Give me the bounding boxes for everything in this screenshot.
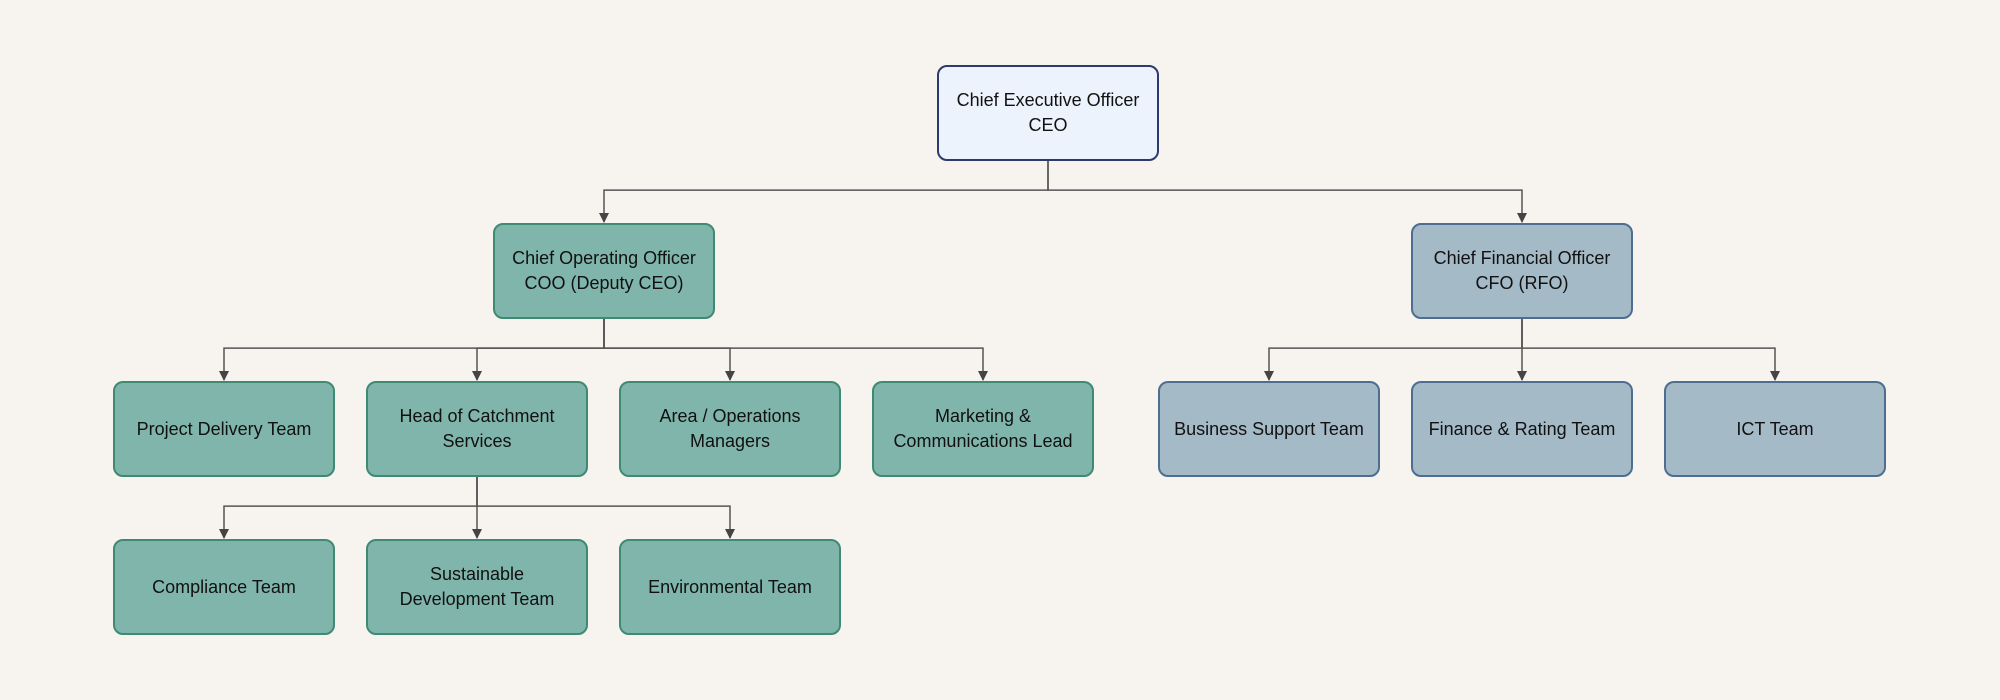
connector-ceo-to-coo [599, 161, 1049, 223]
sustainable-development-team-label: Sustainable Development Team [399, 564, 555, 609]
connector-cfo-to-business_support [1264, 319, 1523, 381]
environmental-team-node[interactable]: Environmental Team [619, 539, 841, 635]
connector-cfo-to-ict [1521, 319, 1780, 381]
head-of-catchment-services-node[interactable]: Head of Catchment Services [366, 381, 588, 477]
connector-coo-to-head_catchment [472, 319, 605, 381]
project-delivery-team-node[interactable]: Project Delivery Team [113, 381, 335, 477]
ict-team-label: ICT Team [1736, 418, 1814, 439]
coo-node[interactable]: Chief Operating Officer COO (Deputy CEO) [493, 223, 715, 319]
ceo-label: Chief Executive Officer CEO [956, 90, 1140, 135]
finance-rating-team-node[interactable]: Finance & Rating Team [1411, 381, 1633, 477]
coo-label: Chief Operating Officer COO (Deputy CEO) [512, 248, 696, 293]
sustainable-development-team-node[interactable]: Sustainable Development Team [366, 539, 588, 635]
marketing-communications-lead-node[interactable]: Marketing & Communications Lead [872, 381, 1094, 477]
connector-ceo-to-cfo [1047, 161, 1527, 223]
connector-coo-to-project_delivery [219, 319, 605, 381]
ict-team-node[interactable]: ICT Team [1664, 381, 1886, 477]
area-operations-managers-label: Area / Operations Managers [659, 406, 801, 451]
area-operations-managers-node[interactable]: Area / Operations Managers [619, 381, 841, 477]
marketing-communications-lead-label: Marketing & Communications Lead [893, 406, 1073, 451]
environmental-team-label: Environmental Team [648, 576, 812, 597]
cfo-node[interactable]: Chief Financial Officer CFO (RFO) [1411, 223, 1633, 319]
business-support-team-node[interactable]: Business Support Team [1158, 381, 1380, 477]
connector-coo-to-marketing [603, 319, 988, 381]
connector-head_catchment-to-compliance [219, 477, 478, 539]
project-delivery-team-label: Project Delivery Team [136, 418, 312, 439]
business-support-team-label: Business Support Team [1174, 418, 1364, 439]
compliance-team-node[interactable]: Compliance Team [113, 539, 335, 635]
connector-head_catchment-to-environmental [476, 477, 735, 539]
head-of-catchment-services-label: Head of Catchment Services [399, 406, 555, 451]
ceo-node[interactable]: Chief Executive Officer CEO [937, 65, 1159, 161]
connector-coo-to-area_operations [603, 319, 735, 381]
finance-rating-team-label: Finance & Rating Team [1428, 418, 1616, 439]
compliance-team-label: Compliance Team [152, 576, 296, 597]
cfo-label: Chief Financial Officer CFO (RFO) [1433, 248, 1611, 293]
